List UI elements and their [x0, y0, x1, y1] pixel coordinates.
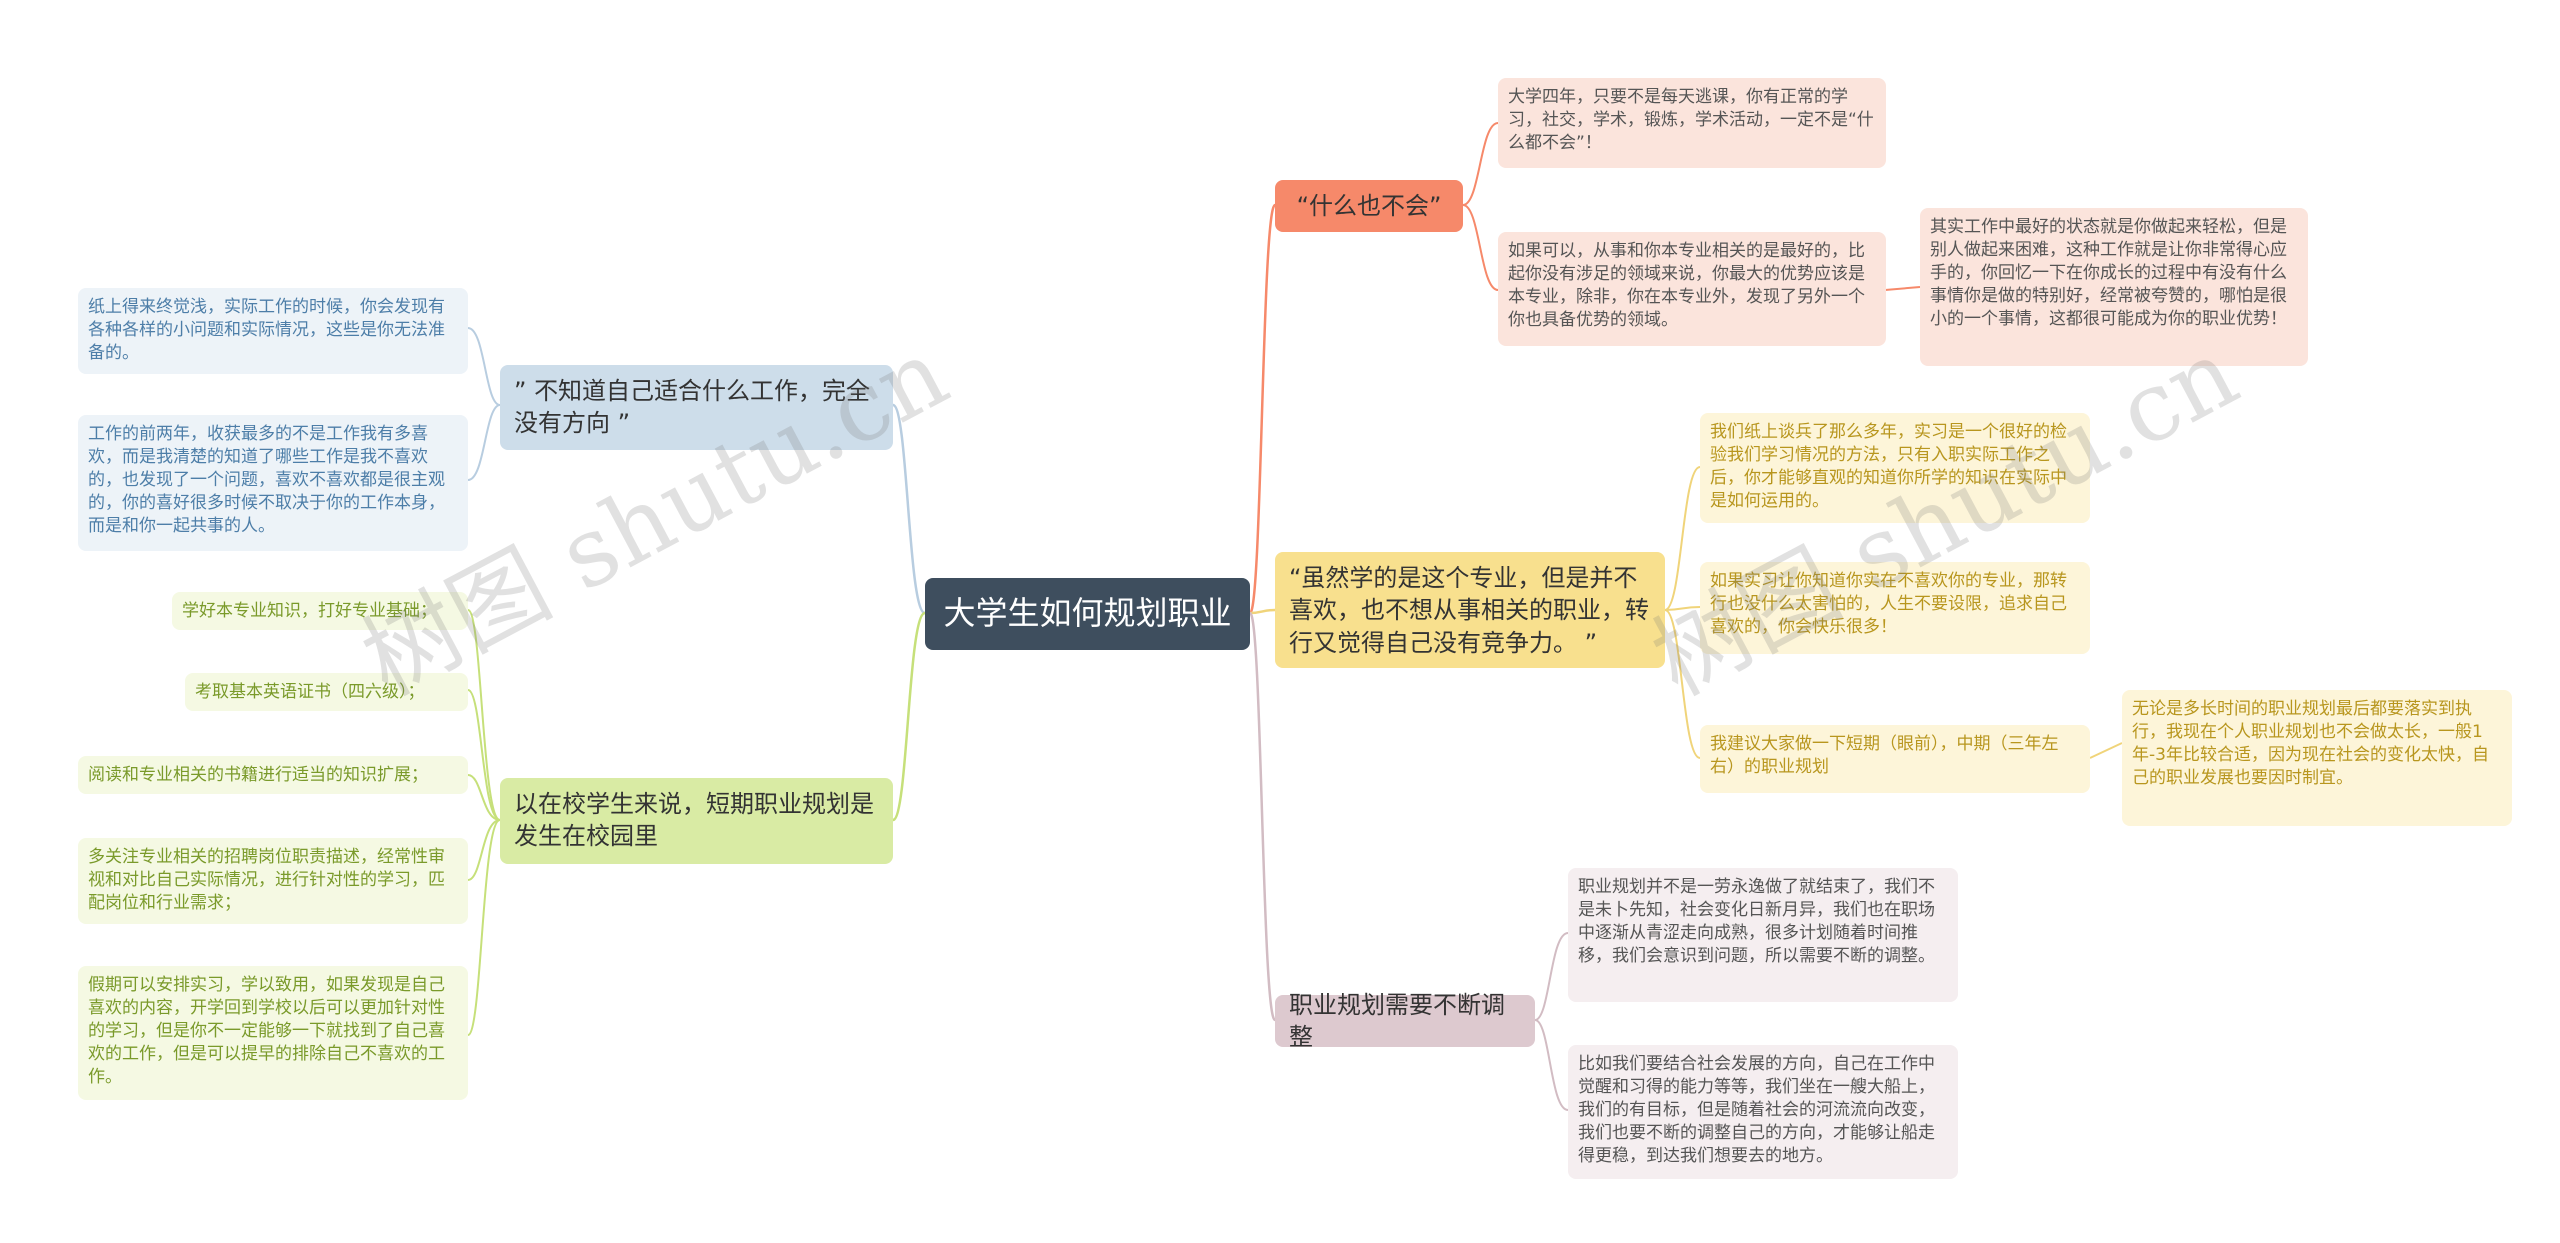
root-topic[interactable]: 大学生如何规划职业 — [925, 578, 1250, 650]
branch-cant-do-anything[interactable]: “什么也不会” — [1275, 180, 1463, 232]
leaf-best-work-state[interactable]: 其实工作中最好的状态就是你做起来轻松，但是别人做起来困难，这种工作就是让你非常得… — [1920, 208, 2308, 366]
leaf-job-descriptions[interactable]: 多关注专业相关的招聘岗位职责描述，经常性审视和对比自己实际情况，进行针对性的学习… — [78, 838, 468, 924]
leaf-big-ship[interactable]: 比如我们要结合社会发展的方向，自己在工作中觉醒和习得的能力等等，我们坐在一艘大船… — [1568, 1045, 1958, 1179]
leaf-major-advantage[interactable]: 如果可以，从事和你本专业相关的是最好的，比起你没有涉足的领域来说，你最大的优势应… — [1498, 232, 1886, 346]
branch-students-short-plan[interactable]: 以在校学生来说，短期职业规划是发生在校园里 — [500, 778, 893, 864]
leaf-read-books[interactable]: 阅读和专业相关的书籍进行适当的知识扩展； — [78, 756, 468, 794]
leaf-holiday-internship[interactable]: 假期可以安排实习，学以致用，如果发现是自己喜欢的内容，开学回到学校以后可以更加针… — [78, 966, 468, 1100]
leaf-first-two-years[interactable]: 工作的前两年，收获最多的不是工作我有多喜欢，而是我清楚的知道了哪些工作是我不喜欢… — [78, 415, 468, 551]
leaf-plan-execution[interactable]: 无论是多长时间的职业规划最后都要落实到执行，我现在个人职业规划也不会做太长，一般… — [2122, 690, 2512, 826]
branch-keep-adjusting[interactable]: 职业规划需要不断调整 — [1275, 991, 1535, 1051]
branch-no-direction[interactable]: ” 不知道自己适合什么工作，完全没有方向 ” — [500, 365, 893, 450]
branch-dislike-major[interactable]: “虽然学的是这个专业，但是并不喜欢，也不想从事相关的职业，转行又觉得自己没有竞争… — [1275, 552, 1665, 668]
leaf-change-career[interactable]: 如果实习让你知道你实在不喜欢你的专业，那转行也没什么太害怕的，人生不要设限，追求… — [1700, 562, 2090, 654]
leaf-study-major[interactable]: 学好本专业知识，打好专业基础； — [172, 592, 468, 630]
leaf-short-mid-plan[interactable]: 我建议大家做一下短期（眼前），中期（三年左右）的职业规划 — [1700, 725, 2090, 793]
leaf-internship-test[interactable]: 我们纸上谈兵了那么多年，实习是一个很好的检验我们学习情况的方法，只有入职实际工作… — [1700, 413, 2090, 523]
leaf-four-years-study[interactable]: 大学四年，只要不是每天逃课，你有正常的学习，社交，学术，锻炼，学术活动，一定不是… — [1498, 78, 1886, 168]
leaf-not-one-time[interactable]: 职业规划并不是一劳永逸做了就结束了，我们不是未卜先知，社会变化日新月异，我们也在… — [1568, 868, 1958, 1002]
leaf-english-cert[interactable]: 考取基本英语证书（四六级）； — [185, 673, 468, 711]
leaf-practice-knowledge[interactable]: 纸上得来终觉浅，实际工作的时候，你会发现有各种各样的小问题和实际情况，这些是你无… — [78, 288, 468, 374]
